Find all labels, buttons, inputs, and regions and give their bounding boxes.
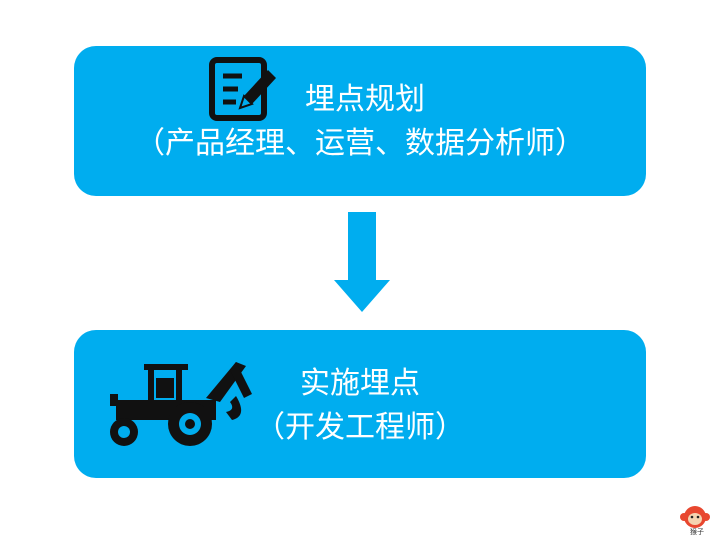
step-implement-subtitle: （开发工程师）: [255, 410, 465, 445]
step-implement-title: 实施埋点: [300, 366, 420, 401]
step-plan-box: 埋点规划 （产品经理、运营、数据分析师）: [74, 46, 646, 196]
down-arrow-icon: [334, 212, 390, 312]
step-implement-box: 实施埋点 （开发工程师）: [74, 330, 646, 478]
tractor-excavator-icon: [110, 362, 252, 446]
step-plan-title: 埋点规划: [305, 82, 425, 117]
watermark-label: 猴子: [690, 528, 704, 536]
monkey-logo-icon: [680, 506, 710, 528]
step-plan-subtitle: （产品经理、运营、数据分析师）: [135, 126, 585, 161]
edit-document-icon: [209, 57, 276, 121]
